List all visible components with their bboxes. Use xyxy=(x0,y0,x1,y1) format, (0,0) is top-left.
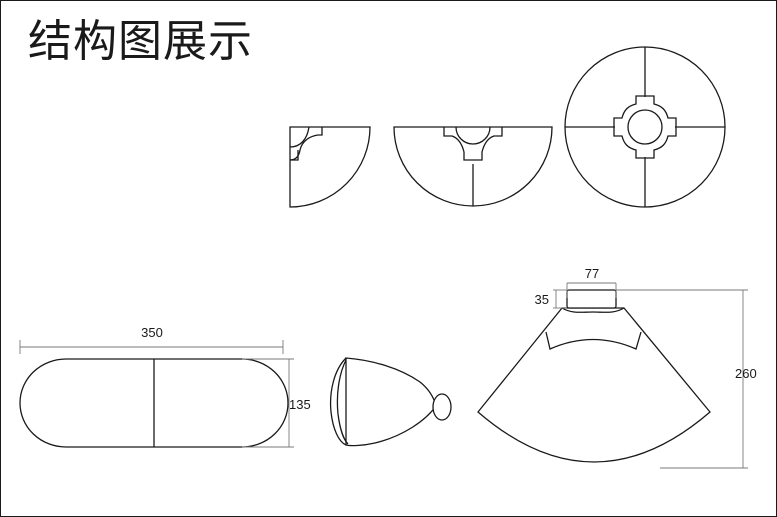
full-hub-outer xyxy=(613,95,677,159)
full-hub-inner xyxy=(627,109,663,145)
shell-side-view xyxy=(329,357,452,447)
capsule-view: 350 135 xyxy=(19,325,311,448)
fan-cap xyxy=(566,289,617,309)
quarter-circle-outline xyxy=(289,126,371,208)
shell-knob xyxy=(432,393,452,421)
quarter-circle-view xyxy=(289,126,371,208)
height-dimension-label: 135 xyxy=(289,397,311,412)
quarter-hub-tab xyxy=(290,150,299,161)
length-dimension-label: 350 xyxy=(141,325,163,340)
half-hub-inner xyxy=(455,126,491,145)
half-hub-outer xyxy=(443,127,503,161)
total-height-label: 260 xyxy=(735,366,757,381)
shell-rim-inner xyxy=(336,359,349,445)
top-width-label: 77 xyxy=(585,266,599,281)
shell-rim-outer xyxy=(329,357,347,446)
fan-front-view: 77 35 260 xyxy=(477,266,757,469)
fan-neck-curve xyxy=(561,307,625,313)
half-circle-view xyxy=(393,126,553,207)
quarter-hub-outer xyxy=(289,127,323,161)
shell-body xyxy=(345,357,437,447)
fan-shoulder xyxy=(545,331,642,350)
page-title: 结构图展示 xyxy=(28,16,253,67)
full-circle-view xyxy=(564,46,726,208)
half-circle-outline xyxy=(393,126,553,207)
fan-outline xyxy=(477,307,711,463)
quarter-hub-inner xyxy=(289,126,310,148)
neck-height-label: 35 xyxy=(535,292,549,307)
